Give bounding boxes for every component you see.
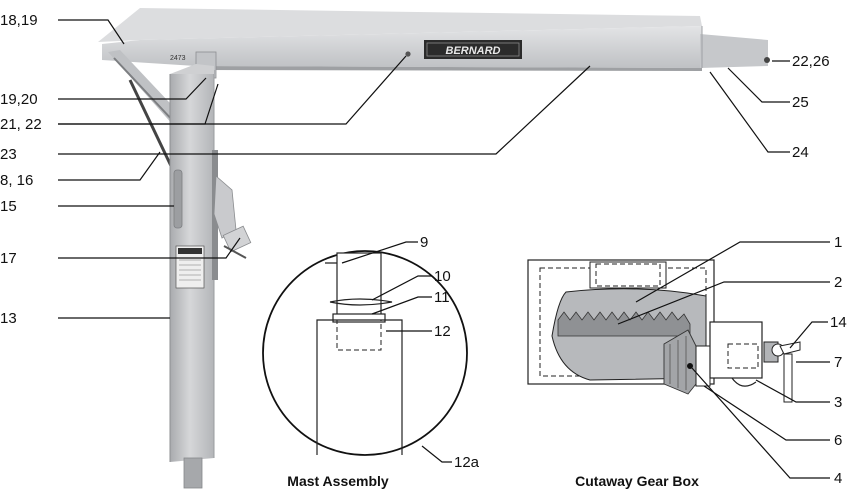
gearbox-leaders bbox=[617, 241, 830, 479]
label-15: 15 bbox=[0, 198, 17, 215]
label-4: 4 bbox=[834, 470, 842, 487]
captions: Mast Assembly Cutaway Gear Box bbox=[287, 473, 699, 489]
handle-slot bbox=[173, 169, 183, 229]
brand-logo: BERNARD bbox=[446, 45, 501, 57]
crane-illustration: BERNARD 2473 bbox=[98, 8, 770, 489]
leader-lines bbox=[58, 19, 790, 319]
boom-bolt bbox=[405, 51, 411, 57]
label-24: 24 bbox=[792, 144, 809, 161]
label-8-16: 8, 16 bbox=[0, 172, 33, 189]
label-7: 7 bbox=[834, 354, 842, 371]
label-19-20: 19,20 bbox=[0, 91, 38, 108]
label-12a: 12a bbox=[454, 454, 480, 471]
mast-assembly-detail bbox=[262, 250, 468, 456]
label-1: 1 bbox=[834, 234, 842, 251]
label-10: 10 bbox=[434, 268, 451, 285]
pinion-center bbox=[687, 363, 693, 369]
label-3: 3 bbox=[834, 394, 842, 411]
ring-gear bbox=[557, 311, 691, 337]
mast-base-pin bbox=[183, 457, 203, 489]
caption-cutaway-gear-box: Cutaway Gear Box bbox=[575, 473, 699, 489]
caption-mast-assembly: Mast Assembly bbox=[287, 473, 389, 489]
label-22-26: 22,26 bbox=[792, 53, 830, 70]
callout-labels: 18,19 19,20 21, 22 23 8, 16 15 17 13 22,… bbox=[0, 12, 847, 487]
end-pin bbox=[764, 57, 770, 63]
diagonal-brace bbox=[108, 50, 184, 126]
label-23: 23 bbox=[0, 146, 17, 163]
label-21-22: 21, 22 bbox=[0, 116, 42, 133]
winch-assembly bbox=[212, 150, 252, 280]
label-2: 2 bbox=[834, 274, 842, 291]
label-12: 12 bbox=[434, 323, 451, 340]
boom-top bbox=[98, 8, 702, 42]
mast-detail-leaders bbox=[341, 241, 452, 463]
label-9: 9 bbox=[420, 234, 428, 251]
label-18-19: 18,19 bbox=[0, 12, 38, 29]
label-25: 25 bbox=[792, 94, 809, 111]
label-6: 6 bbox=[834, 432, 842, 449]
detail-circle bbox=[262, 250, 468, 456]
cutaway-gearbox bbox=[527, 259, 801, 403]
label-17: 17 bbox=[0, 250, 17, 267]
boom-front bbox=[102, 26, 702, 68]
brand-plate: BERNARD bbox=[424, 40, 522, 59]
model-tag: 2473 bbox=[170, 55, 186, 62]
warning-label bbox=[175, 245, 205, 289]
label-14: 14 bbox=[830, 314, 847, 331]
boom-extension bbox=[700, 34, 768, 68]
label-13: 13 bbox=[0, 310, 17, 327]
label-11: 11 bbox=[434, 289, 450, 306]
